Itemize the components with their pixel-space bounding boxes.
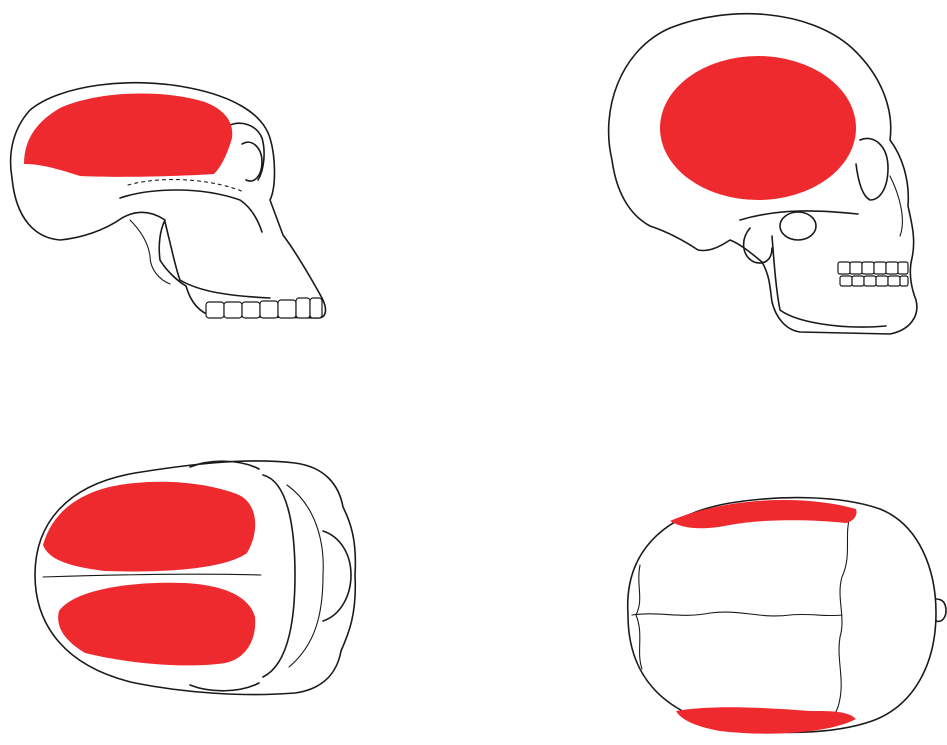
- human-sagittal-suture: [632, 612, 842, 616]
- human-lateral-muscle-area: [660, 56, 856, 200]
- human-superior-muscle-area-upper: [670, 500, 857, 528]
- human-nasal-bump: [936, 599, 946, 621]
- ape-skull-lateral-panel: [0, 60, 340, 340]
- ape-orbit: [242, 142, 262, 181]
- ape-ear-region: [130, 220, 170, 284]
- ape-muzzle: [323, 531, 351, 621]
- human-skull-superior: [610, 485, 947, 740]
- human-lambdoid-suture: [636, 565, 642, 669]
- human-ear-opening: [780, 212, 816, 240]
- human-coronal-suture: [832, 515, 850, 721]
- human-skull-lateral-panel: [590, 0, 930, 345]
- ape-skull-superior: [25, 445, 365, 710]
- ape-lateral-muscle-area: [24, 93, 232, 176]
- ape-sagittal-crest: [43, 574, 261, 577]
- ape-brow-ridge: [228, 123, 264, 180]
- human-teeth: [838, 262, 908, 286]
- ape-skull-superior-panel: [25, 445, 365, 710]
- ape-superior-muscle-area-lower: [58, 583, 255, 666]
- human-skull-lateral: [590, 0, 930, 345]
- ape-brow-top: [263, 475, 295, 677]
- ape-zygomatic-arch: [120, 190, 262, 232]
- human-orbit: [856, 138, 888, 200]
- ape-orbital-detail: [287, 485, 323, 667]
- human-nasal: [890, 176, 902, 236]
- human-skull-superior-panel: [610, 485, 947, 740]
- ape-teeth: [206, 298, 322, 318]
- ape-skull-lateral: [0, 60, 340, 340]
- ape-zygomatic-right: [190, 683, 259, 691]
- ape-jaw: [165, 222, 270, 298]
